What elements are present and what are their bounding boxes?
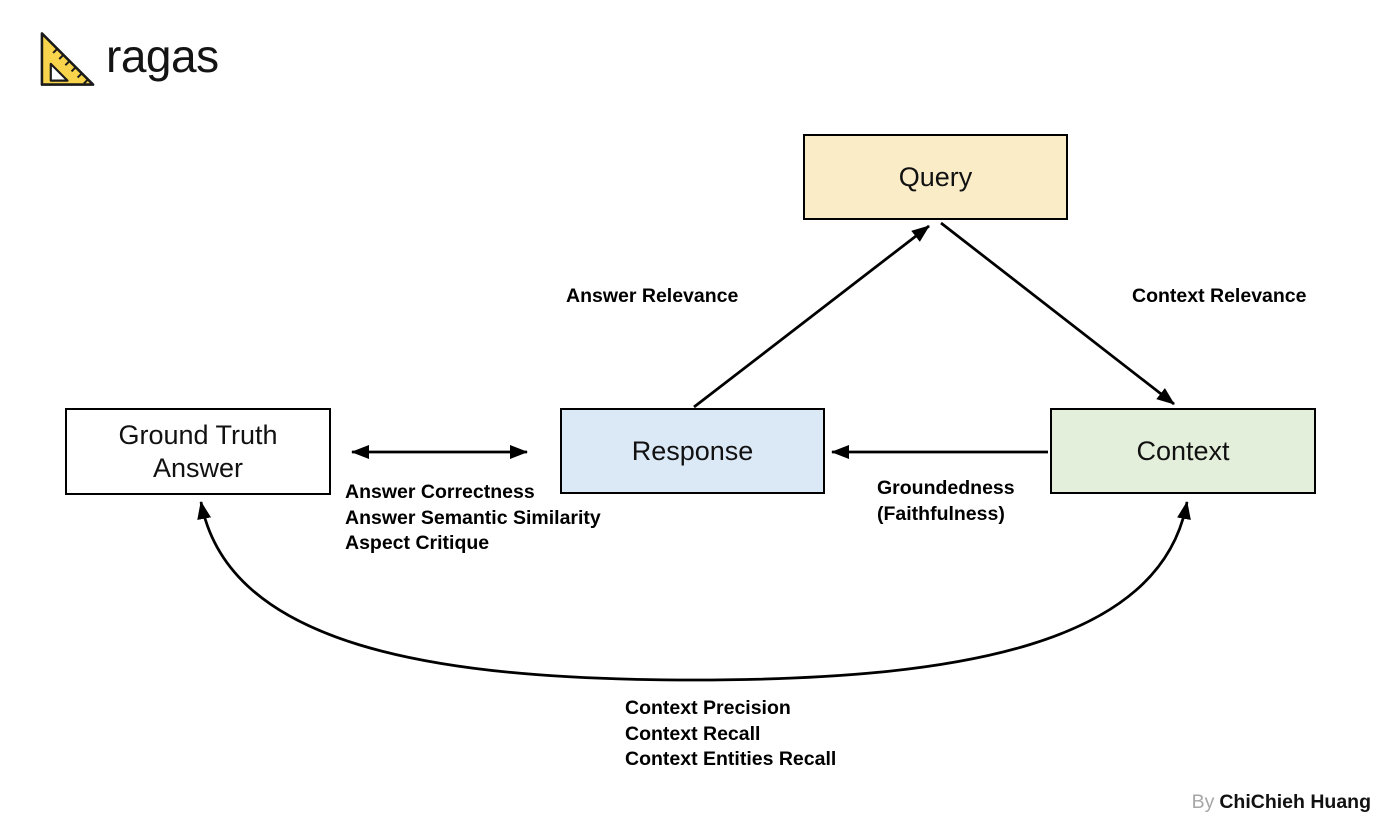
credit-by-label: By xyxy=(1191,791,1215,813)
label-answer-correctness-metrics: Answer Correctness Answer Semantic Simil… xyxy=(345,481,601,554)
node-context-label: Context xyxy=(1136,435,1230,466)
node-ground-truth-answer-label: Ground Truth Answer xyxy=(118,419,278,483)
arrow-response-to-query xyxy=(693,224,930,409)
set-square-icon xyxy=(40,32,95,86)
label-groundedness-metrics: Groundedness (Faithfulness) xyxy=(877,477,1015,525)
node-query-label: Query xyxy=(898,161,973,192)
node-query: Query xyxy=(803,134,1068,220)
arrow-context-groundtruth-curved xyxy=(197,501,1191,682)
credit-author: ChiChieh Huang xyxy=(1219,791,1371,813)
logo: ragas xyxy=(38,30,219,88)
arrow-query-to-context xyxy=(940,221,1175,406)
node-response-label: Response xyxy=(631,435,754,466)
label-context-relevance: Context Relevance xyxy=(1132,285,1307,307)
label-context-metrics: Context Precision Context Recall Context… xyxy=(625,697,837,770)
node-ground-truth-answer: Ground Truth Answer xyxy=(65,408,331,495)
node-response: Response xyxy=(560,408,825,494)
logo-text: ragas xyxy=(106,30,219,82)
label-answer-relevance: Answer Relevance xyxy=(566,285,739,307)
node-context: Context xyxy=(1050,408,1316,494)
